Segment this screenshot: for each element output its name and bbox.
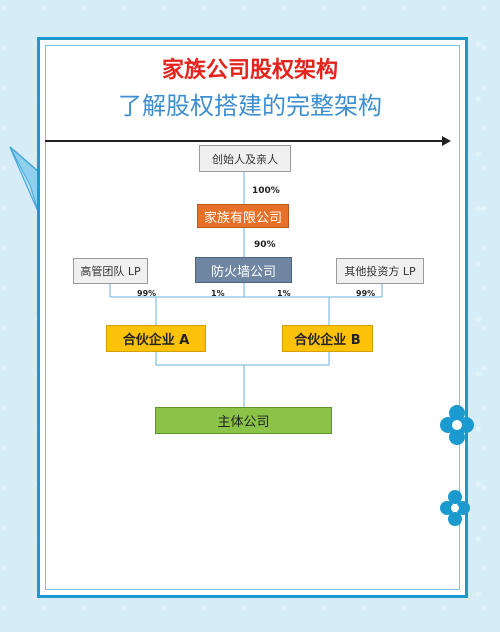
node-founder: 创始人及亲人 [199, 145, 291, 172]
flower-decoration-icon [440, 405, 474, 445]
timeline-arrow-line [45, 140, 443, 142]
poster-inner-border [45, 45, 460, 590]
pct-founder-to-family: 100% [252, 186, 280, 196]
page-title: 家族公司股权架构 [161, 58, 338, 83]
pct-exec-to-a: 99% [137, 289, 157, 298]
node-partnership-b: 合伙企业 B [282, 325, 373, 352]
node-partnership-a: 合伙企业 A [106, 325, 206, 352]
node-exec-team-lp: 高管团队 LP [73, 258, 148, 284]
node-firewall-company: 防火墙公司 [195, 257, 292, 283]
page-subtitle: 了解股权搭建的完整架构 [118, 92, 382, 120]
node-other-investor-lp: 其他投资方 LP [336, 258, 424, 284]
poster-frame [37, 37, 468, 598]
pct-family-to-firewall: 90% [254, 240, 276, 250]
arrow-right-icon [442, 136, 451, 146]
pct-firewall-to-a: 1% [211, 289, 225, 298]
flower-decoration-icon [440, 490, 470, 526]
node-family-company: 家族有限公司 [197, 204, 289, 228]
pct-other-to-b: 99% [356, 289, 376, 298]
node-main-company: 主体公司 [155, 407, 332, 434]
pct-firewall-to-b: 1% [277, 289, 291, 298]
